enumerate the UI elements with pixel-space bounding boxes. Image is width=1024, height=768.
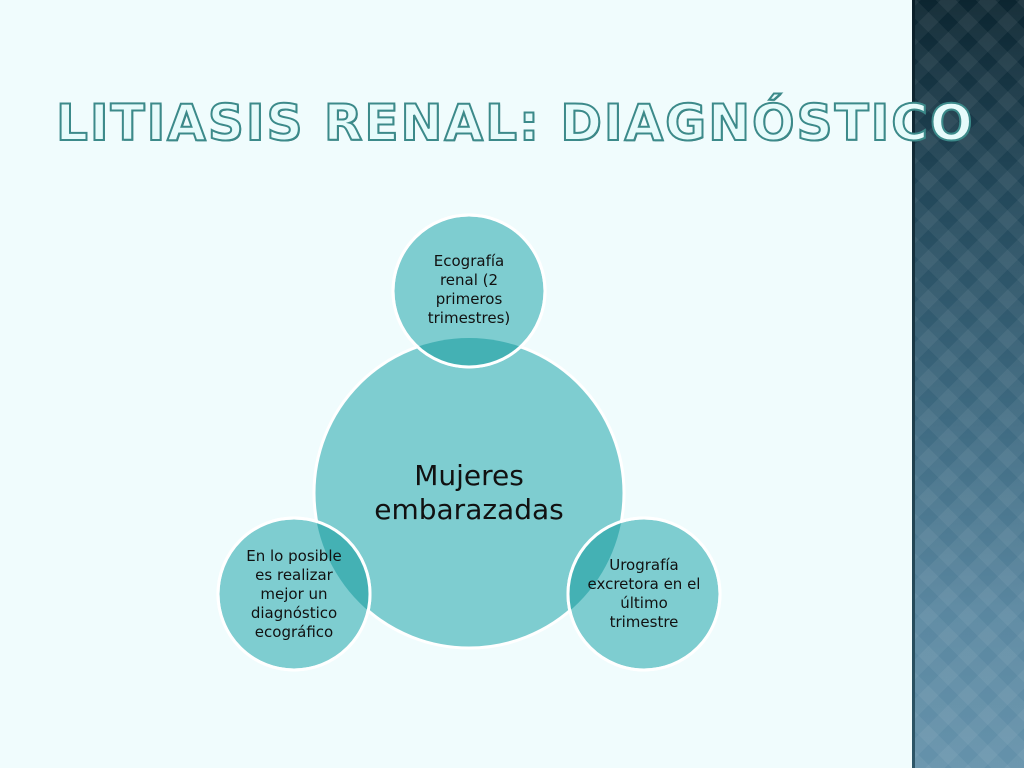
center-label: Mujeres embarazadas: [374, 459, 564, 526]
top-circle-border: [391, 213, 547, 369]
left-label: En lo posible es realizar mejor un diagn…: [246, 546, 342, 641]
venn-diagram: [216, 213, 722, 672]
slide-title: Litiasis renal: Diagnóstico: [55, 94, 975, 152]
decorative-side-panel: [912, 0, 1024, 768]
left-circle-border: [216, 516, 372, 672]
right-label: Urografía excretora en el último trimest…: [587, 556, 701, 631]
side-panel-edge: [912, 0, 915, 768]
right-circle-border: [566, 516, 722, 672]
top-label: Ecografía renal (2 primeros trimestres): [427, 252, 511, 327]
